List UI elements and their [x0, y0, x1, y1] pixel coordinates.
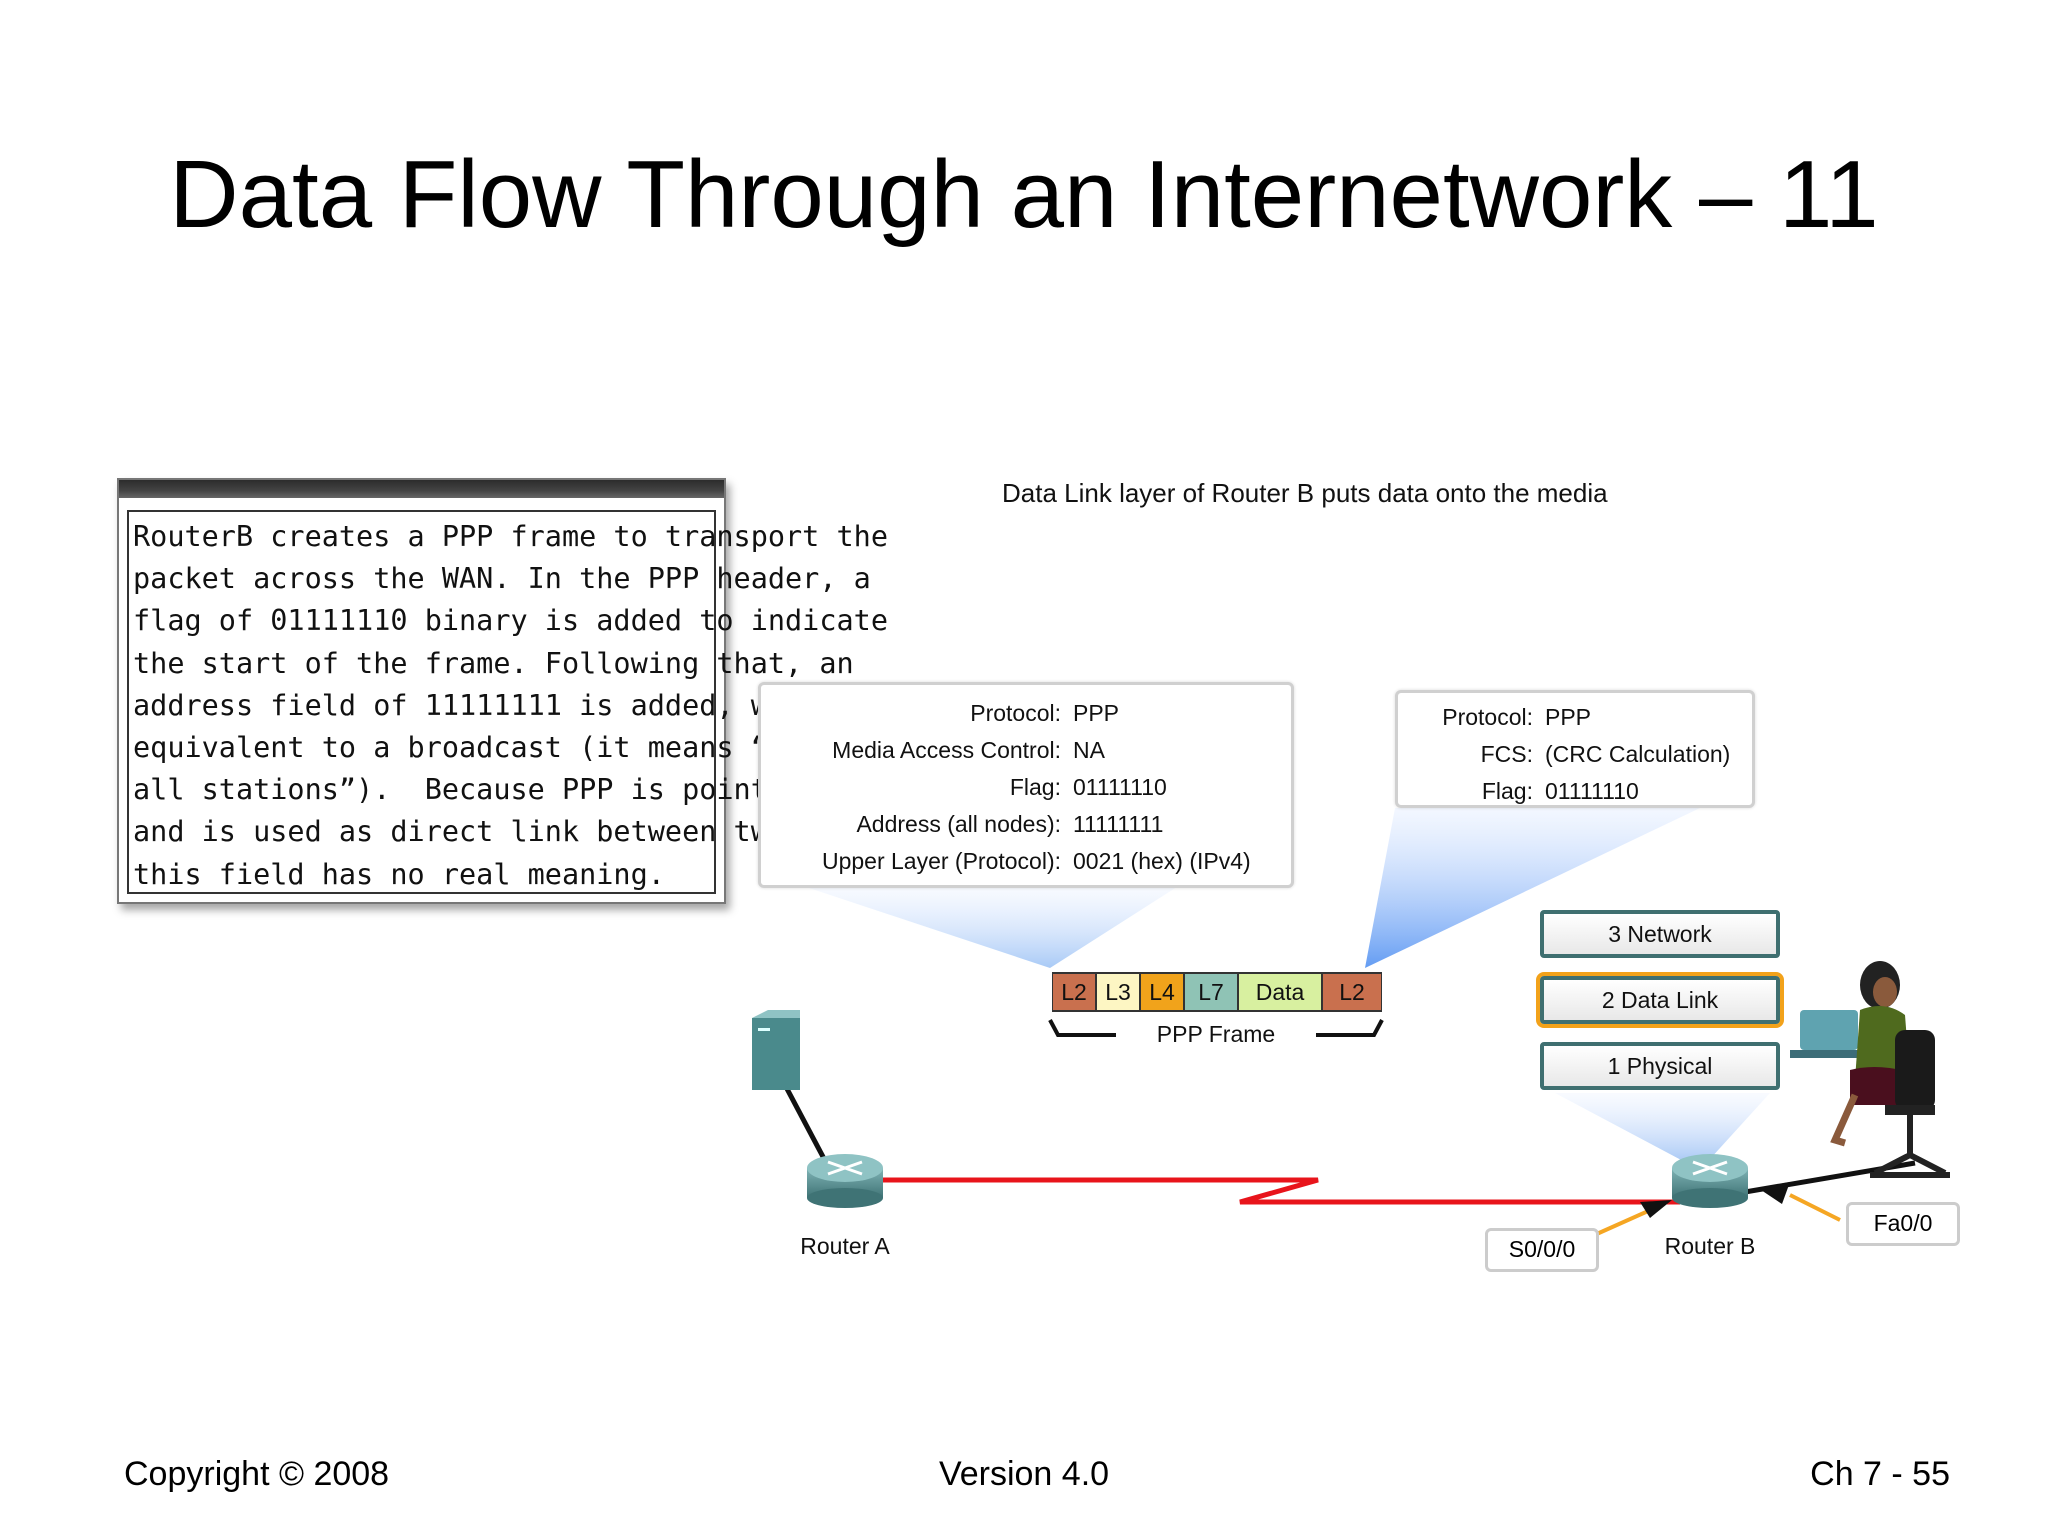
trailer-box-value: (CRC Calculation) — [1545, 741, 1731, 767]
fastethernet-interface-label: Fa0/0 — [1846, 1202, 1960, 1246]
header-box-value: 0021 (hex) (IPv4) — [1073, 848, 1251, 874]
panel-title-bar — [119, 480, 724, 498]
osi-layer-1: 1 Physical — [1540, 1042, 1780, 1090]
router-a-label: Router A — [800, 1233, 890, 1259]
footer-copyright: Copyright © 2008 — [124, 1455, 390, 1493]
trailer-box-row: FCS: (CRC Calculation) — [1398, 736, 1752, 773]
trailer-box-value: 01111110 — [1545, 778, 1639, 804]
frame-bracket-right — [1316, 1019, 1384, 1037]
header-box-row: Media Access Control: NA — [761, 732, 1291, 769]
header-box-row: Protocol: PPP — [761, 695, 1291, 732]
header-box-key: Address (all nodes): — [856, 811, 1061, 837]
frame-cell-l2: L2 — [1052, 972, 1096, 1012]
frame-cell-data: Data — [1238, 972, 1322, 1012]
frame-cell-l3: L3 — [1096, 972, 1140, 1012]
trailer-box-row: Flag: 01111110 — [1398, 773, 1752, 810]
header-box-row: Address (all nodes): 11111111 — [761, 806, 1291, 843]
header-beam — [800, 885, 1180, 968]
router-b-icon — [1672, 1154, 1748, 1208]
frame-bracket-left — [1048, 1019, 1116, 1037]
osi-layer-3: 3 Network — [1540, 910, 1780, 958]
trailer-box-key: Flag: — [1481, 778, 1533, 804]
fa-arrow-icon — [1758, 1182, 1790, 1204]
header-box-value: 01111110 — [1073, 774, 1167, 800]
serial-arrow-icon — [1640, 1200, 1672, 1218]
layer-beam — [1555, 1093, 1770, 1170]
slide-title: Data Flow Through an Internetwork – 11 — [169, 141, 1879, 248]
ppp-trailer-box: Protocol: PPP FCS: (CRC Calculation) Flag: 01… — [1395, 690, 1755, 808]
trailer-box-key: Protocol: — [1442, 704, 1533, 730]
osi-layer-2: 2 Data Link — [1540, 976, 1780, 1024]
diagram-caption: Data Link layer of Router B puts data on… — [1002, 478, 1608, 508]
frame-cell-l4: L4 — [1140, 972, 1184, 1012]
footer-page-number: Ch 7 - 55 — [1810, 1455, 1950, 1493]
user-at-computer-icon — [1790, 961, 1950, 1178]
header-box-key: Flag: — [1009, 774, 1061, 800]
header-box-row: Flag: 01111110 — [761, 769, 1291, 806]
header-box-value: 11111111 — [1073, 811, 1164, 837]
header-box-value: NA — [1073, 737, 1105, 763]
header-box-value: PPP — [1073, 700, 1120, 726]
server-cable — [782, 1083, 833, 1172]
osi-layer-stack: 3 Network 2 Data Link 1 Physical — [1540, 910, 1780, 1090]
ppp-header-box: Protocol: PPP Media Access Control: NA Flag:… — [758, 682, 1294, 888]
header-box-key: Media Access Control: — [832, 737, 1061, 763]
router-a-icon — [807, 1154, 883, 1208]
footer-version: Version 4.0 — [938, 1455, 1110, 1493]
trailer-box-key: FCS: — [1480, 741, 1533, 767]
wan-link — [880, 1177, 1680, 1205]
trailer-box-row: Protocol: PPP — [1398, 699, 1752, 736]
frame-cell-l7: L7 — [1184, 972, 1238, 1012]
header-box-row: Upper Layer (Protocol): 0021 (hex) (IPv4) — [761, 843, 1291, 880]
header-box-key: Upper Layer (Protocol): — [821, 848, 1061, 874]
trailer-beam — [1365, 808, 1700, 968]
serial-interface-label: S0/0/0 — [1485, 1228, 1599, 1272]
trailer-box-value: PPP — [1545, 704, 1592, 730]
frame-cell-l2: L2 — [1322, 972, 1382, 1012]
ppp-frame-label: PPP Frame — [1156, 1021, 1276, 1047]
router-b-label: Router B — [1664, 1233, 1756, 1259]
server-icon — [752, 1010, 800, 1090]
header-box-key: Protocol: — [970, 700, 1061, 726]
